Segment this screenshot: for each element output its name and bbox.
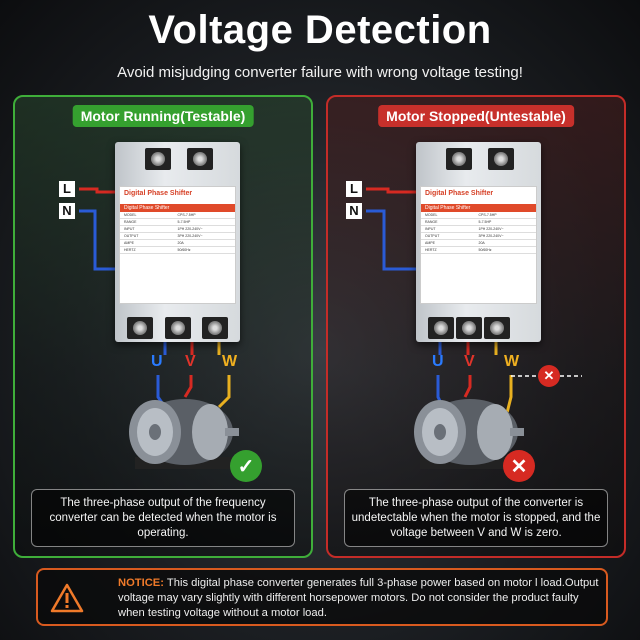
notice-body: This digital phase converter generates f…	[118, 577, 599, 619]
input-terminal	[446, 148, 472, 170]
output-terminal	[484, 317, 510, 339]
input-terminal	[488, 148, 514, 170]
output-terminal	[127, 317, 153, 339]
n-label: N	[59, 203, 75, 219]
v-label: V	[185, 353, 196, 370]
spec-value: 20A	[478, 241, 485, 245]
spec-key: HERTZ	[124, 248, 136, 252]
w-label: W	[504, 353, 520, 370]
motor-running-badge: Motor Running(Testable)	[72, 105, 254, 127]
motor-stopped-panel: Motor Stopped(Untestable) L N Digital Ph…	[326, 95, 626, 558]
spec-key: INPUT	[425, 227, 436, 231]
phase-converter-device: Digital Phase Shifter Digital Phase Shif…	[416, 142, 541, 342]
n-label: N	[346, 203, 362, 219]
input-terminal	[145, 148, 171, 170]
device-band: Digital Phase Shifter	[421, 204, 536, 212]
spec-key: AMPE	[124, 241, 134, 245]
spec-value: 5-7.5HP	[478, 220, 492, 224]
spec-key: RANGE	[124, 220, 137, 224]
motor-image	[129, 399, 239, 469]
u-label: U	[151, 353, 163, 370]
device-title: Digital Phase Shifter	[425, 190, 494, 197]
spec-value: 1PH 220-240V~	[478, 227, 504, 231]
device-sub	[421, 197, 536, 201]
spec-value: 3PH 220-240V~	[177, 234, 203, 238]
notice-text: NOTICE: This digital phase converter gen…	[118, 576, 602, 621]
notice-label: NOTICE:	[118, 577, 164, 589]
spec-value: 1PH 220-240V~	[177, 227, 203, 231]
spec-key: HERTZ	[425, 248, 437, 252]
w-label: W	[222, 353, 238, 370]
spec-value: 5-7.5HP	[177, 220, 191, 224]
motor-running-panel: Motor Running(Testable) L N Digital Phas…	[13, 95, 313, 558]
v-label: V	[464, 353, 475, 370]
l-label: L	[346, 181, 362, 197]
spec-key: OUTPUT	[124, 234, 139, 238]
spec-key: MODEL	[425, 213, 438, 217]
u-label: U	[432, 353, 444, 370]
warning-icon	[50, 583, 84, 613]
output-terminal	[165, 317, 191, 339]
spec-value: CPS-7.5HP	[177, 213, 196, 217]
spec-key: RANGE	[425, 220, 438, 224]
motor-stopped-description: The three-phase output of the converter …	[344, 489, 608, 547]
device-nameplate: Digital Phase Shifter Digital Phase Shif…	[119, 186, 236, 304]
cross-icon: ✕	[503, 450, 535, 482]
motor-stopped-badge: Motor Stopped(Untestable)	[378, 105, 574, 127]
spec-key: AMPE	[425, 241, 435, 245]
output-terminal	[428, 317, 454, 339]
spec-value: 50/60Hz	[478, 248, 492, 252]
device-title: Digital Phase Shifter	[124, 190, 193, 197]
spec-key: INPUT	[124, 227, 135, 231]
device-sub	[120, 197, 235, 201]
check-icon: ✓	[230, 450, 262, 482]
output-terminal	[456, 317, 482, 339]
cross-icon: ✕	[538, 365, 560, 387]
device-nameplate: Digital Phase Shifter Digital Phase Shif…	[420, 186, 537, 304]
spec-key: MODEL	[124, 213, 137, 217]
notice-box: NOTICE: This digital phase converter gen…	[36, 568, 608, 626]
spec-value: CPS-7.5HP	[478, 213, 497, 217]
spec-key: OUTPUT	[425, 234, 440, 238]
output-terminal	[202, 317, 228, 339]
page-subtitle: Avoid misjudging converter failure with …	[117, 64, 523, 81]
l-label: L	[59, 181, 75, 197]
spec-value: 20A	[177, 241, 184, 245]
page-title: Voltage Detection	[148, 8, 492, 52]
device-band: Digital Phase Shifter	[120, 204, 235, 212]
input-terminal	[187, 148, 213, 170]
spec-value: 3PH 220-240V~	[478, 234, 504, 238]
motor-running-description: The three-phase output of the frequency …	[31, 489, 295, 547]
phase-converter-device: Digital Phase Shifter Digital Phase Shif…	[115, 142, 240, 342]
motor-image	[414, 399, 524, 469]
spec-value: 50/60Hz	[177, 248, 191, 252]
